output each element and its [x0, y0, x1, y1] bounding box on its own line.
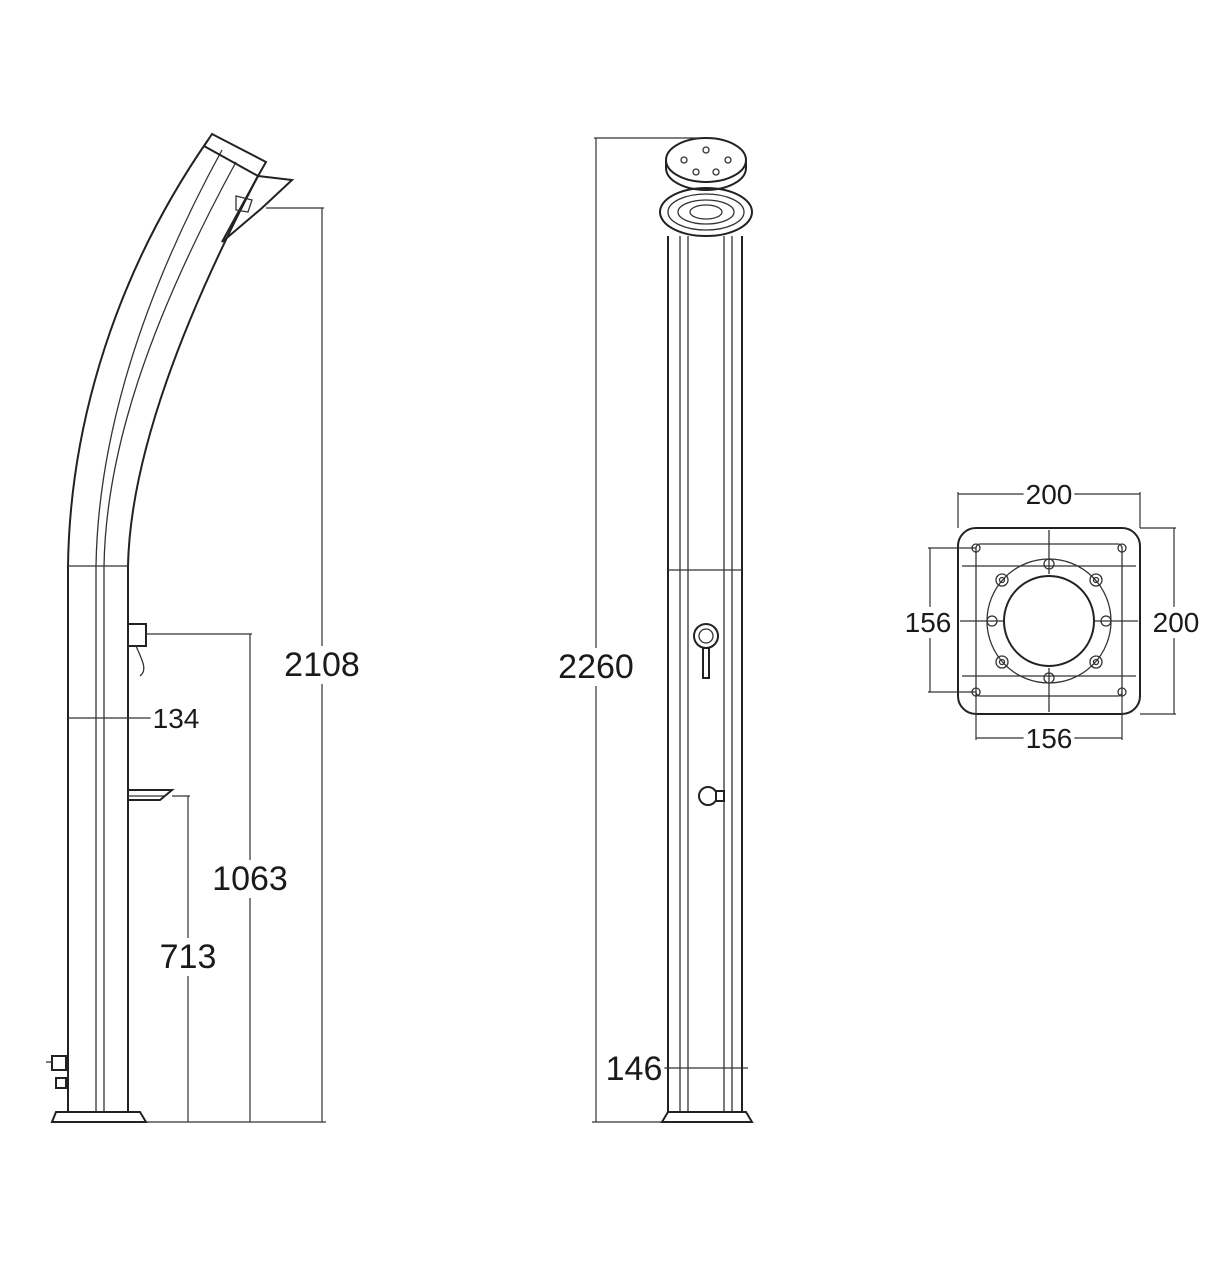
label-background: [1023, 723, 1075, 754]
front-mixer-lever: [702, 647, 710, 679]
label-background: [210, 860, 290, 898]
front-column-depth-label: 146: [606, 1050, 663, 1088]
base-plate-center-hole: [1003, 575, 1095, 667]
side-bottom-valve: [51, 1055, 67, 1071]
label-background: [157, 938, 219, 976]
label-background: [902, 607, 954, 638]
side-column-inner-back: [95, 149, 223, 1112]
side-column-width-label: 134: [153, 703, 200, 734]
side-foot-tap: [127, 789, 175, 801]
side-column-outer-back: [67, 139, 209, 1112]
side-overall-height-label: 2108: [284, 646, 360, 684]
label-background: [1150, 607, 1202, 638]
label-background: [1023, 479, 1075, 510]
side-column-inner-front: [103, 161, 237, 1112]
front-top-disc: [665, 137, 747, 183]
base-plate-hole: [1117, 543, 1127, 553]
side-mixer-height-label: 1063: [212, 860, 288, 898]
front-base-plate: [660, 1111, 754, 1123]
side-mixer: [127, 623, 147, 647]
side-foot-tap-height-label: 713: [160, 938, 217, 976]
front-view: 2260 146: [556, 137, 754, 1123]
side-view: 2108 1063 713 134: [46, 132, 362, 1123]
side-base-plate: [50, 1111, 148, 1123]
front-mixer: [693, 623, 719, 649]
base-plate-view: 200 200 156 156: [902, 479, 1202, 754]
front-overall-height-label: 2260: [558, 648, 634, 686]
label-background: [150, 703, 202, 734]
label-background: [282, 646, 362, 684]
side-shower-nozzle: [235, 195, 253, 213]
side-mixer-handle: [135, 645, 145, 677]
front-foot-tap: [698, 786, 718, 806]
label-background: [603, 1050, 665, 1088]
base-plate-hole-spacing-y-label: 156: [905, 607, 952, 638]
base-plate-width-label: 200: [1026, 479, 1073, 510]
side-head-cap: [202, 132, 268, 178]
label-background: [556, 648, 636, 686]
front-shower-rose: [659, 187, 753, 237]
base-plate-height-label: 200: [1153, 607, 1200, 638]
side-column-outer-front: [127, 175, 259, 1112]
side-shower-head: [221, 174, 295, 243]
base-plate-outline: [957, 527, 1141, 715]
base-plate-hole-spacing-x-label: 156: [1026, 723, 1073, 754]
